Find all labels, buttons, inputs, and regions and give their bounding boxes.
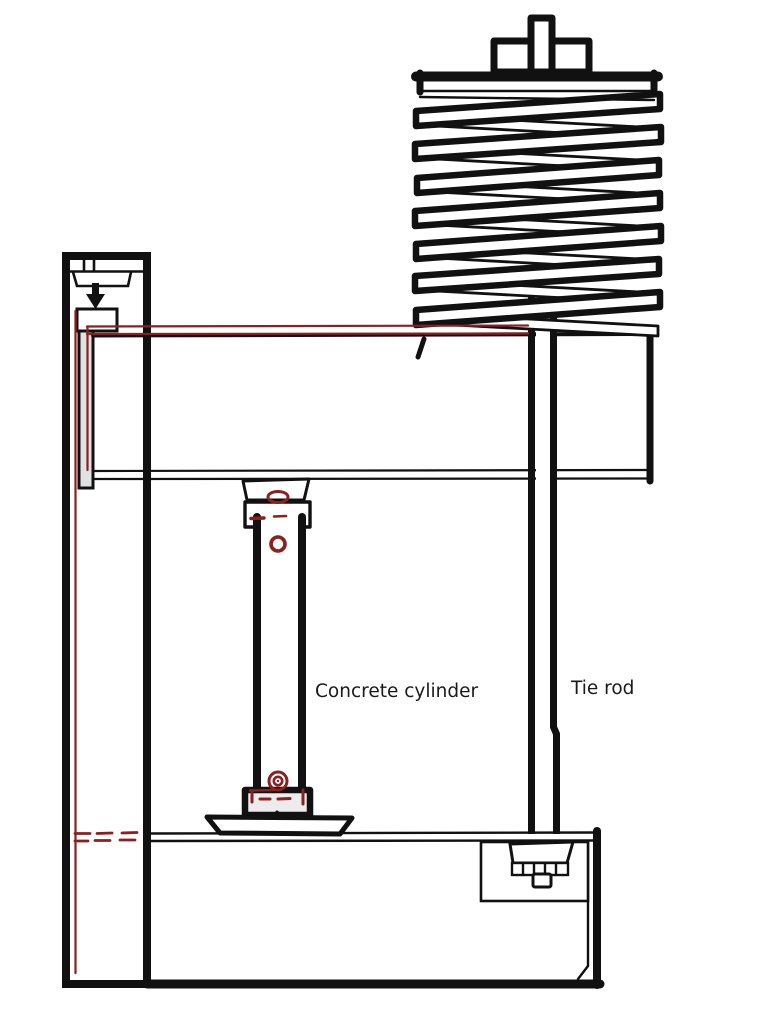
tie-rod-body — [536, 296, 550, 833]
load-point-box — [75, 307, 119, 333]
red-marks-lower-block — [248, 788, 305, 806]
anchor-nut-tip — [531, 872, 553, 889]
load-path-annotations — [73, 309, 530, 975]
base-inner-corner-line — [576, 964, 590, 981]
bolt-shaft — [527, 14, 556, 76]
spring-top-plate — [411, 69, 663, 102]
spring-bottom-tail — [415, 336, 427, 360]
red-dash — [272, 514, 288, 518]
beam-bottom-edge-2 — [91, 477, 651, 481]
red-dash — [249, 516, 266, 521]
base-top-edge-2 — [149, 839, 599, 843]
beam-end-plate — [77, 327, 95, 490]
lower-load-block — [241, 786, 314, 819]
lower-platen-plate — [204, 814, 355, 837]
red-beam-line-2 — [85, 332, 530, 336]
red-ellipse-marker — [266, 490, 290, 504]
top-bolt — [490, 14, 593, 76]
platen-notch — [269, 810, 286, 820]
tie-rod-label: Tie rod — [570, 678, 634, 699]
load-arrow-icon — [86, 283, 105, 309]
red-ring-marker — [269, 535, 287, 553]
cylinder-body — [261, 517, 298, 791]
tie-rod — [528, 294, 560, 834]
anchor-nut — [508, 840, 576, 889]
column-outline — [62, 252, 151, 988]
spring-front-coils — [411, 90, 665, 329]
hanger-bracket — [71, 270, 133, 288]
base-platform — [142, 827, 605, 989]
tie-rod-right-edge — [550, 294, 560, 834]
concrete-cylinder-assembly — [204, 477, 355, 837]
concrete-cylinder-label: Concrete cylinder — [315, 681, 478, 702]
red-dashes-base — [73, 831, 139, 843]
red-beam-line-1 — [85, 324, 530, 328]
upper-platen — [241, 477, 311, 502]
coil-spring — [411, 14, 665, 360]
anchor-nut-body — [508, 840, 576, 865]
beam-bottom-edge-1 — [91, 468, 651, 473]
crosshead-beam — [77, 327, 654, 490]
red-bullseye-marker — [267, 770, 289, 792]
